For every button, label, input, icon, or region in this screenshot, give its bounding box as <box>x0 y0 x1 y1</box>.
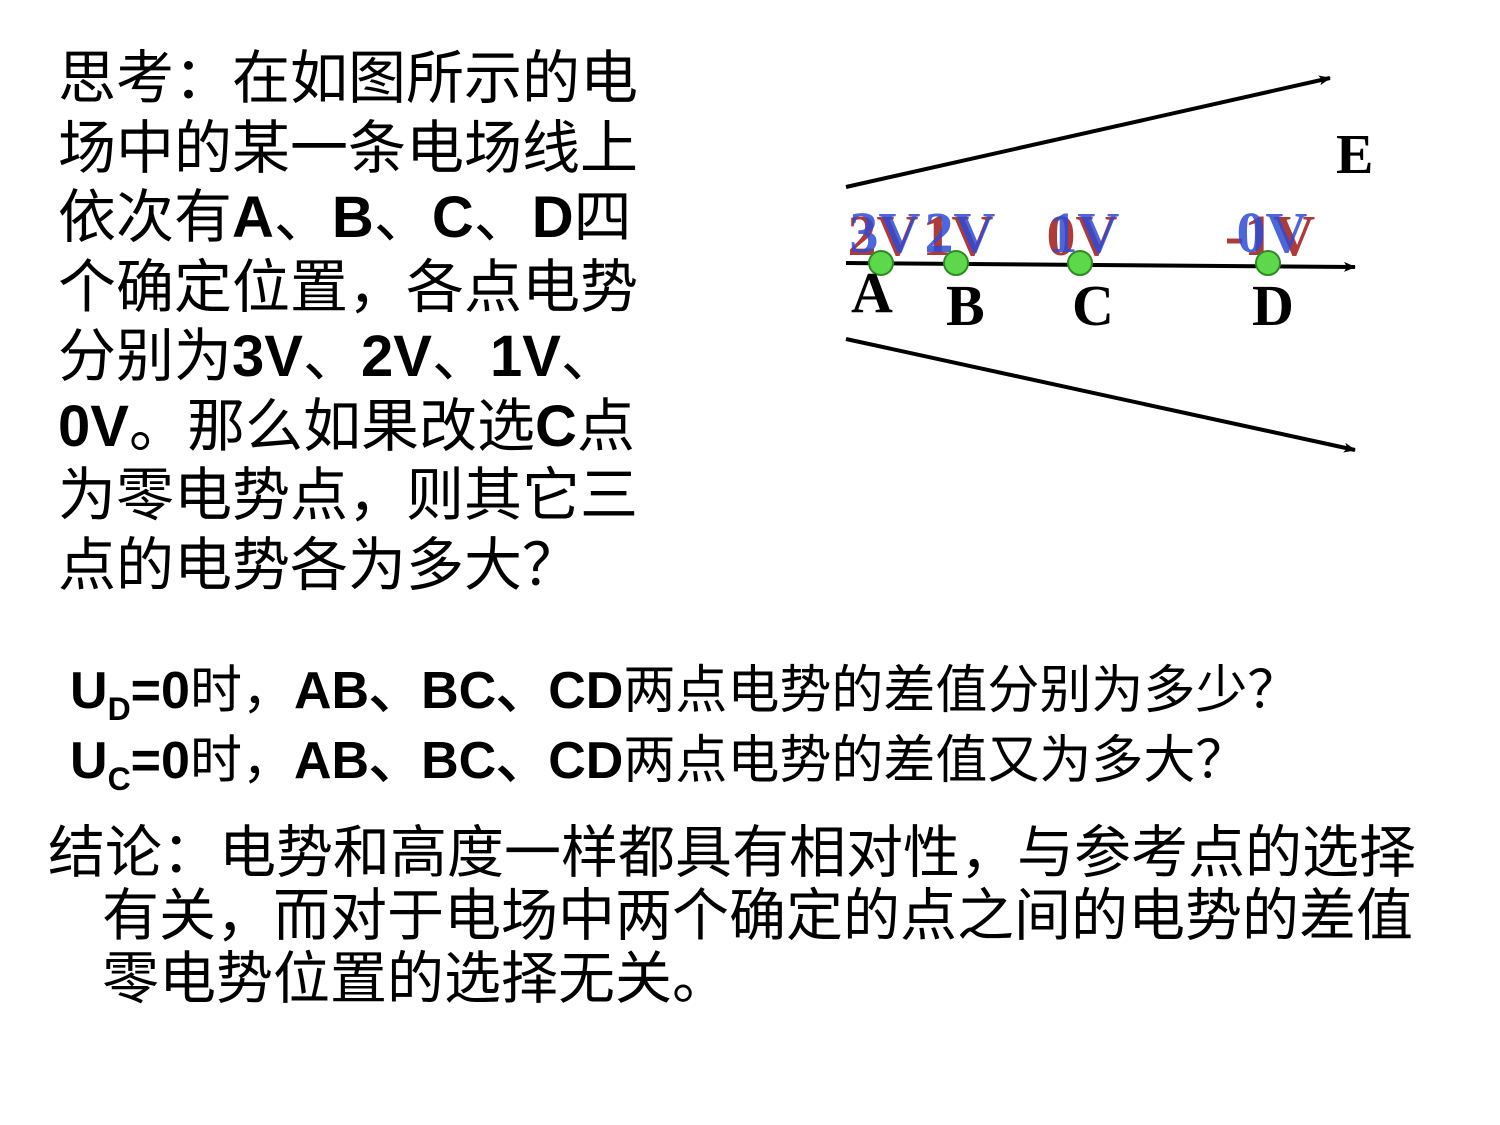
point-label: D <box>1252 273 1294 338</box>
u-equals: =0 <box>130 732 190 790</box>
question-fragment: 场中的某一条电场线上 <box>58 113 639 182</box>
point-label: C <box>1072 273 1114 338</box>
question-line: 分别为3V、2V、1V、 <box>58 322 658 392</box>
field-line-top <box>845 75 1331 189</box>
question-fragment: 依次有 <box>58 183 233 251</box>
question-fragment: 、 <box>373 183 432 251</box>
question-fragment: 个确定位置，各点电势 <box>58 252 639 321</box>
conclusion-line: 有关，而对于电场中两个确定的点之间的电势的差值 <box>102 883 1413 949</box>
conclusion-line: 结论：电势和高度一样都具有相对性，与参考点的选择 <box>48 820 1416 886</box>
question-symbol: B <box>331 185 374 250</box>
question-fragment: 四 <box>573 183 632 251</box>
question-fragment: 。那么如果改选 <box>128 391 535 460</box>
question-symbol: C <box>534 393 577 459</box>
question-fragment: 思考：在如图所示的电 <box>58 44 639 112</box>
question-symbol: 1V <box>489 324 561 389</box>
question-ud: UD=0时，AB、BC、CD两点电势的差值分别为多少？ <box>70 648 1299 728</box>
question-fragment: 为零电势点，则其它三 <box>58 461 639 529</box>
u-symbol: U <box>70 732 108 790</box>
u-subscript: C <box>107 761 131 797</box>
question-line: 场中的某一条电场线上 <box>58 114 658 184</box>
question-uc: UC=0时，AB、BC、CD两点电势的差值又为多大？ <box>70 718 1247 798</box>
u-equals: =0 <box>130 662 190 720</box>
question-symbol: C <box>431 185 474 250</box>
question-symbol: A <box>232 185 274 250</box>
question-fragment: 点 <box>576 391 635 460</box>
u-pairs: AB、BC、CD <box>293 662 624 720</box>
u-symbol: U <box>70 662 108 720</box>
question-symbol: 2V <box>360 324 432 389</box>
point-label: B <box>946 273 985 338</box>
u-fragment: 两点电势的差值又为多大？ <box>623 731 1248 791</box>
question-fragment: 、 <box>273 183 332 251</box>
question-fragment: 、 <box>473 183 532 251</box>
question-line: 为零电势点，则其它三 <box>58 461 658 531</box>
question-fragment: 分别为 <box>58 322 233 390</box>
question-fragment: 、 <box>302 322 361 390</box>
question-fragment: 、 <box>560 322 619 390</box>
u-subscript: D <box>107 691 131 727</box>
question-fragment: 点的电势各为多大？ <box>58 530 581 599</box>
question-line: 个确定位置，各点电势 <box>58 253 658 323</box>
u-fragment: 两点电势的差值分别为多少？ <box>623 661 1300 721</box>
point-label: A <box>851 260 893 325</box>
conclusion-text: 结论：电势和高度一样都具有相对性，与参考点的选择 有关，而对于电场中两个确定的点… <box>48 822 1468 1011</box>
point-marker <box>1255 250 1281 276</box>
question-symbol: D <box>531 185 574 250</box>
u-fragment: 时， <box>189 731 294 791</box>
field-line-bottom <box>845 337 1356 453</box>
point-marker <box>868 250 894 276</box>
point-marker <box>943 250 969 276</box>
question-symbol: 3V <box>232 324 303 389</box>
question-line: 思考：在如图所示的电 <box>58 44 658 114</box>
question-symbol: 0V <box>58 393 129 459</box>
question-line: 0V。那么如果改选C点 <box>58 392 658 462</box>
question-line: 依次有A、B、C、D四 <box>58 183 658 253</box>
question-fragment: 、 <box>431 322 490 390</box>
question-line: 点的电势各为多大？ <box>58 531 658 601</box>
field-label-e: E <box>1336 124 1373 186</box>
u-pairs: AB、BC、CD <box>293 732 624 790</box>
point-marker <box>1067 250 1093 276</box>
u-fragment: 时， <box>189 661 294 721</box>
question-text: 思考：在如图所示的电场中的某一条电场线上依次有A、B、C、D四个确定位置，各点电… <box>58 44 658 600</box>
conclusion-line: 零电势位置的选择无关。 <box>102 946 729 1012</box>
